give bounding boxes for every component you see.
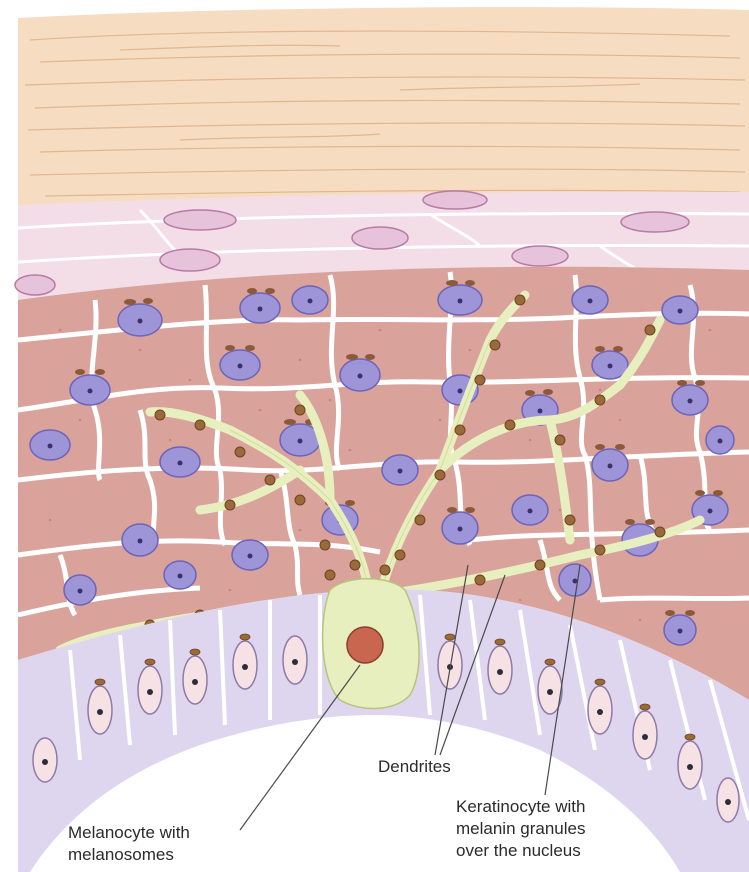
flattened-nucleus <box>352 227 408 249</box>
keratinocyte-label-line2: melanin granules <box>456 819 585 838</box>
keratinocyte-label-line1: Keratinocyte with <box>456 797 585 816</box>
labels: Dendrites Melanocyte with melanosomes Ke… <box>68 757 585 864</box>
flattened-nucleus <box>423 191 487 209</box>
keratinocyte-label-line3: over the nucleus <box>456 841 581 860</box>
melanocyte-nucleus <box>347 627 383 663</box>
flattened-nucleus <box>164 210 236 230</box>
flattened-nucleus <box>15 275 55 295</box>
flattened-nucleus <box>621 212 689 232</box>
melanocyte-label-line1: Melanocyte with <box>68 823 190 842</box>
melanocyte-label-line2: melanosomes <box>68 845 174 864</box>
flattened-nucleus <box>512 246 568 266</box>
dendrites-label: Dendrites <box>378 757 451 776</box>
flattened-nucleus <box>160 249 220 271</box>
melanocyte-cell-body <box>323 579 419 709</box>
